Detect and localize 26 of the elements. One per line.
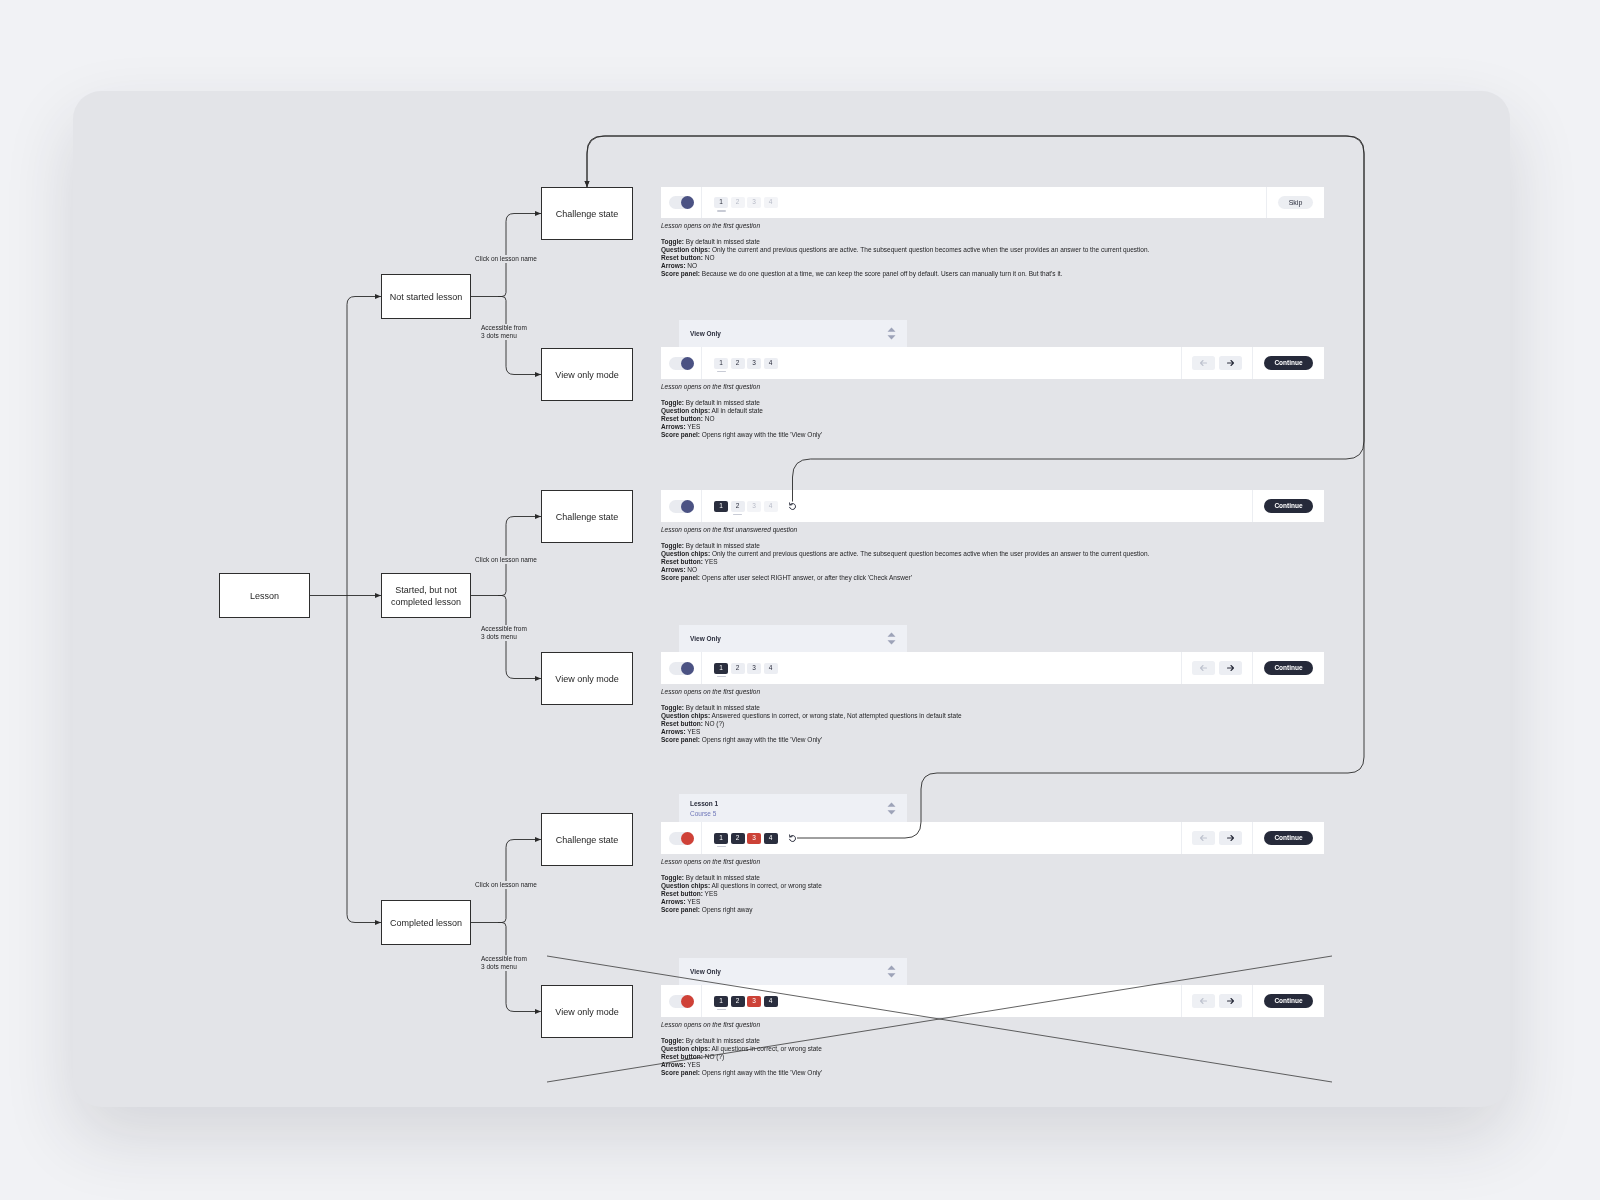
- toolbar-panel: [661, 187, 1324, 218]
- toolbar-panel: [661, 490, 1324, 522]
- connector-line: [470, 595, 499, 596]
- connector-line: [470, 296, 499, 297]
- connector-line: [470, 922, 499, 923]
- dropdown-panel: [679, 794, 907, 822]
- process-box: View only mode: [541, 348, 633, 401]
- toolbar-panel: [661, 652, 1324, 684]
- process-box: Challenge state: [541, 187, 633, 240]
- process-box: View only mode: [541, 652, 633, 705]
- process-box: Started, but not completed lesson: [381, 573, 471, 618]
- toolbar-panel: [661, 985, 1324, 1017]
- dropdown-panel: [679, 958, 907, 985]
- toolbar-panel: [661, 347, 1324, 379]
- reset-icon: [788, 501, 797, 511]
- process-box: Lesson: [219, 573, 310, 618]
- reset-icon: [788, 833, 797, 843]
- dropdown-panel: [679, 320, 907, 347]
- toolbar-panel: [661, 822, 1324, 854]
- process-box: Challenge state: [541, 490, 633, 543]
- process-box: View only mode: [541, 985, 633, 1038]
- process-box: Completed lesson: [381, 900, 471, 945]
- dropdown-panel: [679, 625, 907, 652]
- process-box: Not started lesson: [381, 274, 471, 319]
- process-box: Challenge state: [541, 813, 633, 866]
- connector-line: [309, 595, 348, 596]
